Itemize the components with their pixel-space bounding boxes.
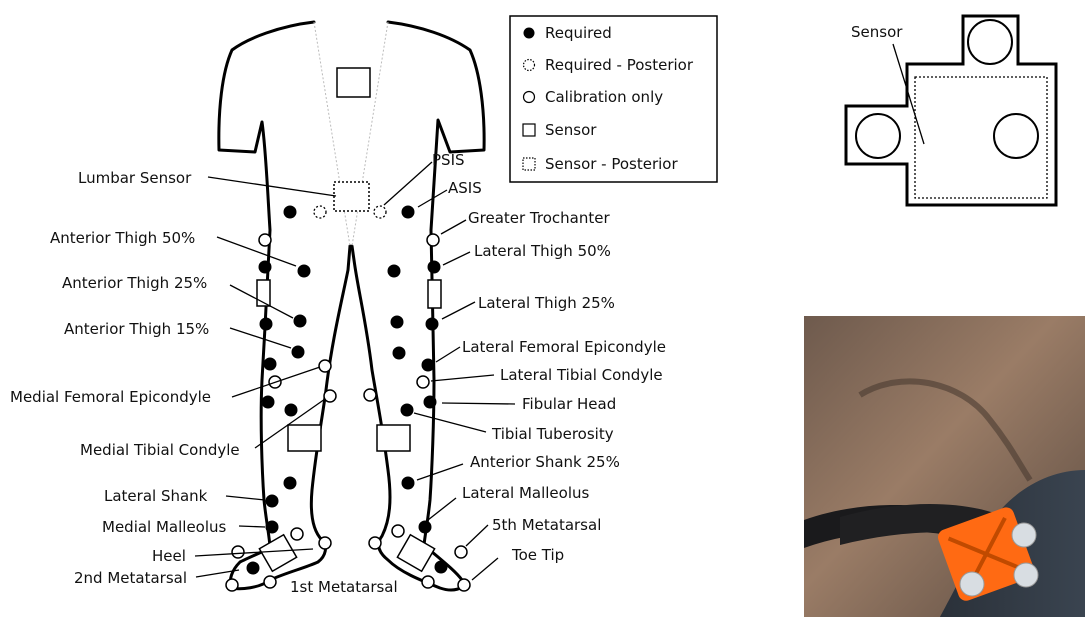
legend-sensor-icon	[523, 124, 535, 136]
label-lateral-malleolus: Lateral Malleolus	[462, 484, 590, 502]
label-asis: ASIS	[448, 179, 482, 197]
anatomical-labels: Lumbar Sensor PSIS ASIS Greater Trochant…	[10, 151, 666, 596]
right-psis-marker	[374, 206, 386, 218]
legend-required-label: Required	[545, 24, 612, 42]
left-shank-sensor	[288, 425, 321, 451]
label-toe-tip: Toe Tip	[511, 546, 564, 564]
label-lateral-shank: Lateral Shank	[104, 487, 208, 505]
label-lateral-thigh-25: Lateral Thigh 25%	[478, 294, 615, 312]
body-sensors	[257, 68, 441, 571]
sensor-diagram-label: Sensor	[851, 23, 903, 41]
label-fibular-head: Fibular Head	[522, 395, 616, 413]
label-tibial-tuberosity: Tibial Tuberosity	[491, 425, 614, 443]
label-medial-femoral-epicondyle: Medial Femoral Epicondyle	[10, 388, 211, 406]
label-anterior-shank-25: Anterior Shank 25%	[470, 453, 620, 471]
left-asis-marker	[284, 206, 296, 218]
sensor-left-marker	[856, 114, 900, 158]
right-foot-sensor	[397, 535, 434, 572]
legend-posterior-icon	[524, 60, 535, 71]
chest-sensor	[337, 68, 370, 97]
sensor-diagram: Sensor	[846, 16, 1056, 205]
label-anterior-thigh-15: Anterior Thigh 15%	[64, 320, 209, 338]
sensor-outline	[846, 16, 1056, 205]
label-1st-metatarsal: 1st Metatarsal	[290, 578, 398, 596]
legend-required-icon	[524, 28, 535, 39]
label-greater-trochanter: Greater Trochanter	[468, 209, 610, 227]
sensor-right-marker	[994, 114, 1038, 158]
label-psis: PSIS	[432, 151, 465, 169]
legend-sensor-posterior-label: Sensor - Posterior	[545, 155, 678, 173]
legend-sensor-posterior-icon	[523, 158, 535, 170]
label-anterior-thigh-50: Anterior Thigh 50%	[50, 229, 195, 247]
label-lateral-femoral-epicondyle: Lateral Femoral Epicondyle	[462, 338, 666, 356]
label-anterior-thigh-25: Anterior Thigh 25%	[62, 274, 207, 292]
label-2nd-metatarsal: 2nd Metatarsal	[74, 569, 187, 587]
label-medial-tibial-condyle: Medial Tibial Condyle	[80, 441, 240, 459]
legend-calibration-icon	[524, 92, 535, 103]
label-lateral-thigh-50: Lateral Thigh 50%	[474, 242, 611, 260]
right-shank-sensor	[377, 425, 410, 451]
legend-sensor-label: Sensor	[545, 121, 597, 139]
label-lateral-tibial-condyle: Lateral Tibial Condyle	[500, 366, 663, 384]
left-foot-sensor	[259, 535, 296, 572]
right-thigh-sensor	[428, 280, 441, 308]
left-psis-marker	[314, 206, 326, 218]
required-markers	[247, 206, 447, 574]
sensor-top-marker	[968, 20, 1012, 64]
lumbar-sensor	[334, 182, 369, 211]
label-lumbar-sensor: Lumbar Sensor	[78, 169, 192, 187]
sensor-photo	[804, 316, 1085, 617]
right-asis-marker	[402, 206, 414, 218]
legend-calibration-label: Calibration only	[545, 88, 663, 106]
legend: Required Required - Posterior Calibratio…	[510, 16, 717, 182]
label-5th-metatarsal: 5th Metatarsal	[492, 516, 601, 534]
label-heel: Heel	[152, 547, 186, 565]
legend-posterior-label: Required - Posterior	[545, 56, 694, 74]
label-medial-malleolus: Medial Malleolus	[102, 518, 227, 536]
